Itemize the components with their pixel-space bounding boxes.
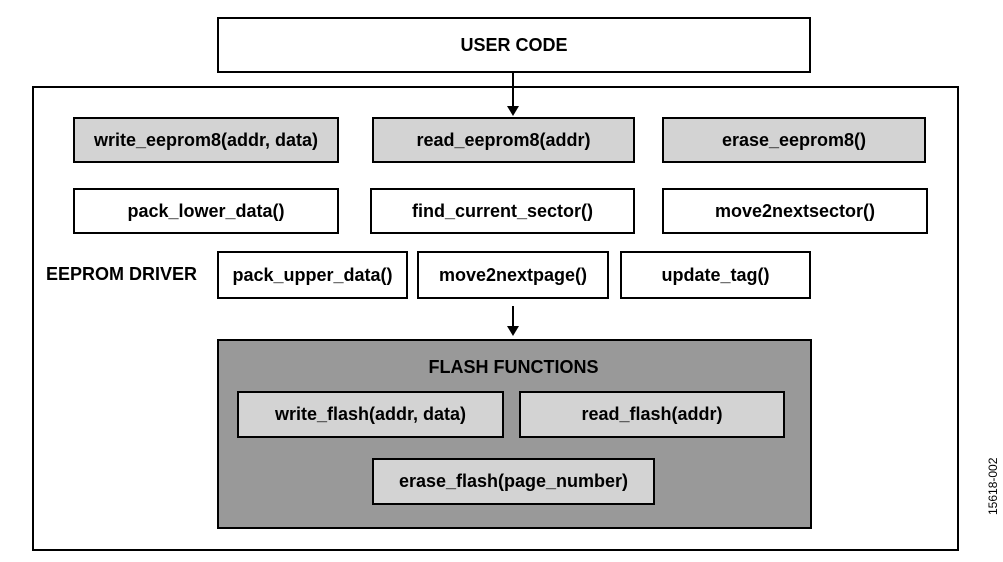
write-eeprom8-label: write_eeprom8(addr, data) — [93, 129, 319, 150]
read-flash-label: read_flash(addr) — [581, 404, 723, 424]
write-flash-box: write_flash(addr, data) — [237, 391, 504, 438]
pack-lower-data-label: pack_lower_data() — [127, 200, 285, 221]
erase-eeprom8-box: erase_eeprom8() — [662, 117, 926, 163]
move2nextsector-box: move2nextsector() — [662, 188, 928, 234]
pack-upper-data-label: pack_upper_data() — [232, 264, 393, 285]
write-eeprom8-box: write_eeprom8(addr, data) — [73, 117, 339, 163]
arrow-user-to-driver-line — [512, 73, 514, 109]
write-flash-label: write_flash(addr, data) — [274, 404, 467, 424]
user-code-box: USER CODE — [217, 17, 811, 73]
read-eeprom8-label: read_eeprom8(addr) — [416, 129, 591, 150]
user-code-label: USER CODE — [460, 34, 568, 55]
flash-functions-label: FLASH FUNCTIONS — [428, 357, 599, 377]
eeprom-driver-container — [32, 86, 959, 551]
erase-flash-label: erase_flash(page_number) — [398, 471, 629, 491]
arrow-user-to-driver-head — [507, 106, 519, 116]
find-current-sector-label: find_current_sector() — [411, 200, 594, 221]
arrow-driver-to-flash-line — [512, 306, 514, 328]
erase-eeprom8-label: erase_eeprom8() — [721, 129, 867, 150]
read-eeprom8-box: read_eeprom8(addr) — [372, 117, 635, 163]
move2nextsector-label: move2nextsector() — [714, 200, 876, 221]
erase-flash-box: erase_flash(page_number) — [372, 458, 655, 505]
move2nextpage-box: move2nextpage() — [417, 251, 609, 299]
read-flash-box: read_flash(addr) — [519, 391, 785, 438]
pack-lower-data-box: pack_lower_data() — [73, 188, 339, 234]
eeprom-driver-label: EEPROM DRIVER — [46, 264, 198, 284]
move2nextpage-label: move2nextpage() — [438, 264, 588, 285]
update-tag-box: update_tag() — [620, 251, 811, 299]
figure-id: 15618-002 — [986, 457, 1000, 515]
pack-upper-data-box: pack_upper_data() — [217, 251, 408, 299]
find-current-sector-box: find_current_sector() — [370, 188, 635, 234]
update-tag-label: update_tag() — [661, 264, 770, 285]
arrow-driver-to-flash-head — [507, 326, 519, 336]
